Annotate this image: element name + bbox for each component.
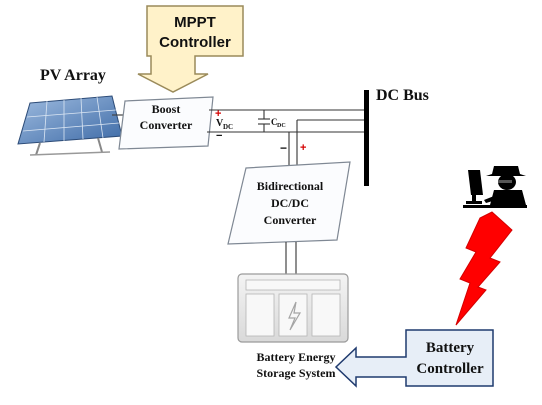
vdc-sub: DC xyxy=(223,123,233,131)
cdc-label: C DC xyxy=(271,117,286,129)
bidirectional-converter-box xyxy=(227,161,351,245)
bess-label-line2: Storage System xyxy=(257,366,336,380)
converter-plus: + xyxy=(300,142,306,154)
cdc-sub: DC xyxy=(277,123,286,129)
bidir-label-line1: Bidirectional xyxy=(257,179,324,193)
pv-panel-icon xyxy=(17,95,123,156)
bess-label-line1: Battery Energy xyxy=(257,350,336,364)
bidirectional-converter-block: Bidirectional DC/DC Converter xyxy=(227,161,351,245)
cdc-main: C xyxy=(271,117,278,127)
boost-converter-block: Boost Converter xyxy=(118,96,214,150)
bess-icon xyxy=(237,273,349,343)
bidir-label-line3: Converter xyxy=(264,213,317,227)
vdc-main: V xyxy=(216,118,224,129)
vdc-label: + V DC − xyxy=(215,108,233,142)
bess-bolt-icon xyxy=(288,301,302,331)
boost-label-line1: Boost xyxy=(152,102,181,116)
mppt-label-line2: Controller xyxy=(159,34,231,51)
mppt-controller-block: MPPT Controller xyxy=(137,5,244,93)
converter-minus: − xyxy=(280,141,287,155)
battery-controller-shape xyxy=(334,329,494,388)
hacker-icon xyxy=(463,166,527,208)
mppt-arrow-shape xyxy=(137,5,244,93)
boost-converter-box xyxy=(118,96,214,150)
mppt-label-line1: MPPT xyxy=(174,14,216,31)
pv-array-label: PV Array xyxy=(40,67,106,84)
bidir-label-line2: DC/DC xyxy=(271,196,309,210)
bc-label-line2: Controller xyxy=(416,361,484,377)
dc-bus-label: DC Bus xyxy=(376,87,429,104)
vdc-plus: + xyxy=(215,108,221,120)
attack-lightning-bolt-icon xyxy=(455,211,513,326)
vdc-minus: − xyxy=(216,130,222,142)
battery-controller-block: Battery Controller xyxy=(334,329,494,388)
dc-link-wires xyxy=(207,109,365,168)
boost-label-line2: Converter xyxy=(140,118,193,132)
dc-bus-bar xyxy=(364,90,369,186)
bc-label-line1: Battery xyxy=(426,340,475,356)
